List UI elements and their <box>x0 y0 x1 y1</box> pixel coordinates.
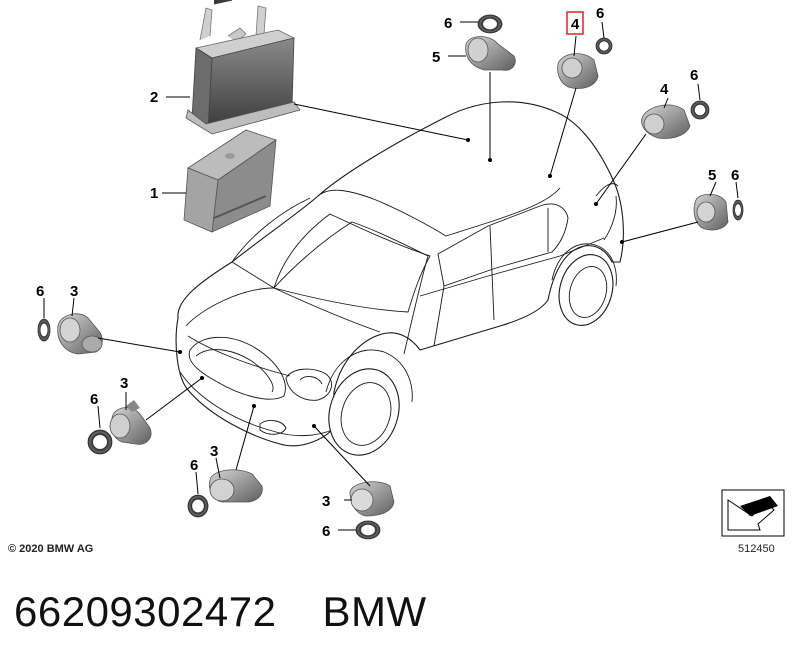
sensor-ring-left-middle-part <box>87 429 113 455</box>
callout-4-rear: 4 <box>660 81 669 98</box>
pdc-sensor-rear-right-part <box>641 104 691 139</box>
sensor-ring-front-lower-part <box>187 494 209 518</box>
callout-1: 1 <box>150 185 158 202</box>
footer-caption: 66209302472 BMW <box>14 588 427 636</box>
brand-name: BMW <box>322 588 427 635</box>
callout-6-roof: 6 <box>444 15 452 32</box>
callout-6-left-middle: 6 <box>90 391 98 408</box>
callout-3-left-upper: 3 <box>70 283 78 300</box>
callout-6-front-lower: 6 <box>190 457 198 474</box>
callout-6-highlighted: 6 <box>596 5 604 22</box>
sensor-ring-highlighted-part <box>595 37 613 55</box>
callout-3-front-lower: 3 <box>210 443 218 460</box>
sensor-ring-rear-lower-part <box>732 199 744 221</box>
callout-3-left-middle: 3 <box>120 375 128 392</box>
sensor-ring-left-upper-part <box>37 318 51 342</box>
callout-6-rear: 6 <box>690 67 698 84</box>
callout-3-front-center: 3 <box>322 493 330 510</box>
pdc-sensor-front-center-part <box>349 481 395 517</box>
callout-numbers: 1 2 6 5 4 6 4 6 5 6 6 3 3 6 3 6 3 6 <box>36 5 739 540</box>
part-number: 66209302472 <box>14 588 277 635</box>
callout-5-rear: 5 <box>708 167 716 184</box>
sensor-ring-roof-part <box>477 14 503 34</box>
callout-5-roof: 5 <box>432 49 440 66</box>
control-unit-with-bracket-part <box>185 0 301 135</box>
pdc-sensor-rear-lower-part <box>693 193 729 231</box>
reference-symbol-icon <box>721 489 785 537</box>
callout-6-left-upper: 6 <box>36 283 44 300</box>
pdc-sensor-left-middle-part <box>109 400 152 445</box>
reference-number: 512450 <box>738 543 775 555</box>
highlight-box <box>566 11 584 35</box>
pdc-sensor-left-upper-part <box>57 313 103 355</box>
copyright-text: © 2020 BMW AG <box>8 543 94 555</box>
car-outline <box>175 101 624 456</box>
pdc-sensor-highlighted-part <box>557 53 599 89</box>
leader-lines <box>43 21 739 531</box>
pdc-sensor-roof-part <box>465 36 516 71</box>
callout-6-rear-lower: 6 <box>731 167 739 184</box>
control-unit-part <box>183 129 277 233</box>
sensor-ring-front-center-part <box>355 520 381 540</box>
callout-2: 2 <box>150 89 158 106</box>
callout-6-front-center: 6 <box>322 523 330 540</box>
sensor-ring-rear-right-part <box>690 100 710 120</box>
pdc-sensor-front-lower-part <box>209 469 263 503</box>
parts-diagram: 1 2 6 5 4 6 4 6 5 6 6 3 3 6 3 6 3 6 <box>36 0 785 540</box>
callout-4-highlighted: 4 <box>571 16 580 33</box>
